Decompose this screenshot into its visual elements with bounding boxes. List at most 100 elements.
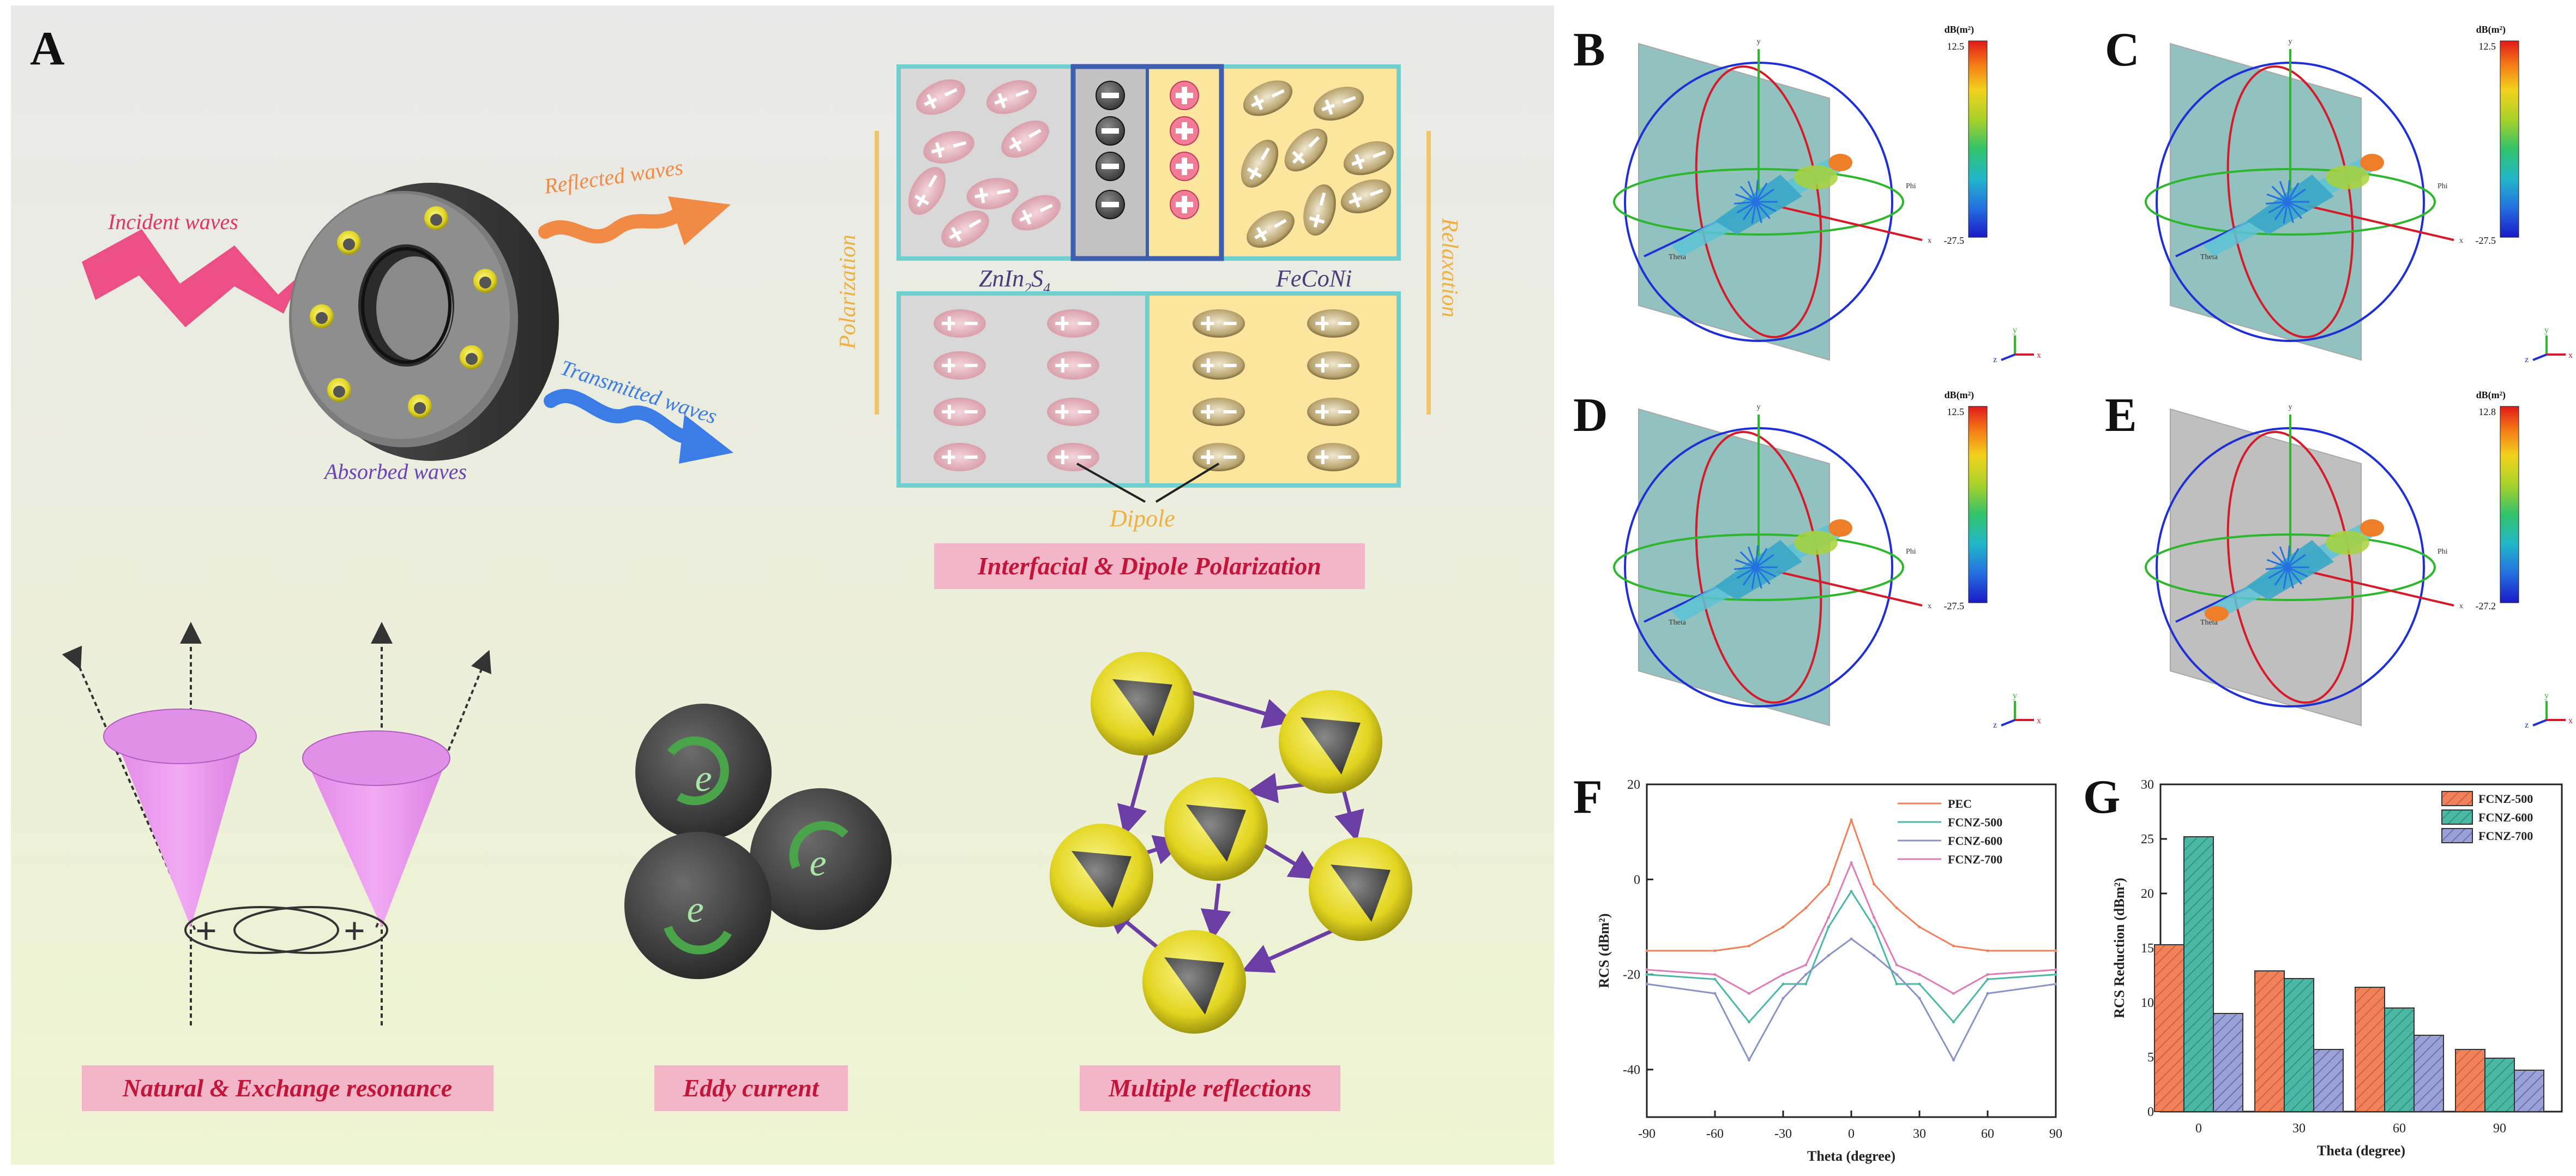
data-point <box>1827 954 1830 957</box>
data-point <box>1804 907 1808 910</box>
data-point <box>1850 937 1853 940</box>
data-point <box>1873 925 1876 928</box>
data-point <box>1645 973 1648 976</box>
triad-z-label: z <box>1993 355 1997 364</box>
data-point <box>1850 818 1853 821</box>
colorbar-max: 12.5 <box>2479 41 2496 52</box>
data-point <box>1748 944 1750 947</box>
eddy-current-particles: e e e <box>624 704 892 979</box>
meridian <box>2226 430 2354 704</box>
legend-swatch <box>2441 791 2473 806</box>
data-point <box>1873 883 1876 886</box>
bar-fcnz-700 <box>2514 1070 2544 1112</box>
rcs-lobe <box>1671 519 1852 622</box>
axis-x <box>1758 566 1923 607</box>
meridian <box>1695 430 1822 704</box>
axis-x-label: x <box>2459 237 2463 245</box>
bar-fcnz-600 <box>2183 836 2214 1112</box>
ring-particles <box>310 206 497 418</box>
phi-label: Phi <box>1906 548 1916 556</box>
data-point <box>1713 977 1717 981</box>
axis-x-label: x <box>1928 602 1931 610</box>
pink-dipoles-bottom <box>934 309 1099 471</box>
bar-fcnz-500 <box>2355 987 2385 1112</box>
data-point <box>1804 963 1808 967</box>
x-tick-label: 0 <box>2195 1121 2202 1136</box>
legend-label: FCNZ-500 <box>2478 792 2533 806</box>
y-tick-label: 30 <box>2141 778 2154 792</box>
data-point <box>2054 949 2057 952</box>
transmitted-wave-arrow <box>544 389 700 444</box>
legend-label: PEC <box>1948 797 1972 811</box>
y-tick-label: 20 <box>2141 887 2154 901</box>
multiple-reflection-network <box>1050 652 1412 1034</box>
data-point <box>1713 973 1717 976</box>
data-point <box>1952 1058 1955 1061</box>
x-tick-label: -90 <box>1638 1127 1656 1141</box>
x-tick-label: 0 <box>1848 1127 1855 1141</box>
natural-resonance-label: Natural & Exchange resonance <box>122 1074 452 1102</box>
y-tick-label: 10 <box>2141 996 2154 1010</box>
triad-z-label: z <box>2525 355 2529 364</box>
positive-charges <box>1170 81 1199 219</box>
data-point <box>1748 992 1750 995</box>
incident-wave-arrow <box>82 229 303 327</box>
transmitted-wave-head <box>679 415 733 464</box>
colorbar-min: -27.2 <box>2476 601 2496 611</box>
x-tick-label: 30 <box>1913 1127 1926 1141</box>
dipole-label: Dipole <box>1109 505 1175 532</box>
panel-label-g: G <box>2083 771 2120 824</box>
polarization-label: Polarization <box>835 235 860 350</box>
data-point <box>1748 1058 1750 1061</box>
colorbar <box>2500 406 2519 603</box>
natural-resonance-box <box>82 1065 493 1111</box>
triad-z <box>2001 353 2015 361</box>
y-axis-label: RCS (dBm²) <box>1596 913 1612 988</box>
data-point <box>1781 982 1785 986</box>
triad-x-label: x <box>2568 351 2573 360</box>
x-axis-label: Theta (degree) <box>1807 1148 1895 1164</box>
interfacial-box-label: Interfacial & Dipole Polarization <box>977 552 1321 580</box>
axis-x <box>2290 201 2454 241</box>
colorbar-unit: dB(m²) <box>1945 24 1974 35</box>
triad-z-label: z <box>1993 721 1997 730</box>
svg-text:+: + <box>195 910 217 952</box>
panel-label-d: D <box>1573 389 1608 442</box>
fecони-label: FeCoNi <box>1275 265 1352 292</box>
data-point <box>1713 949 1717 952</box>
reflected-waves-label: Reflected waves <box>542 155 684 199</box>
legend-label: FCNZ-700 <box>1948 853 2002 866</box>
colorbar <box>2500 40 2519 238</box>
axis-x-label: x <box>2459 602 2463 610</box>
absorbed-waves-label: Absorbed waves <box>323 459 467 484</box>
triad-z-label: z <box>2525 721 2529 730</box>
data-point <box>1895 963 1898 967</box>
rcs-lobe <box>2203 519 2384 622</box>
y-tick-label: 0 <box>2147 1105 2154 1119</box>
data-point <box>2054 973 2057 976</box>
colorbar-unit: dB(m²) <box>1945 389 1974 401</box>
electron-label: e <box>687 889 703 931</box>
data-point <box>1918 925 1921 928</box>
triad-x-label: x <box>2037 351 2041 360</box>
bar-fcnz-700 <box>2414 1035 2444 1112</box>
data-point <box>1781 925 1785 928</box>
data-point <box>1827 925 1830 928</box>
bar-fcnz-600 <box>2484 1058 2515 1112</box>
colorbar-min: -27.5 <box>1944 235 1965 246</box>
data-point <box>1918 973 1921 976</box>
legend-label: FCNZ-600 <box>1948 834 2002 848</box>
triad-y-label: y <box>2013 691 2017 700</box>
data-point <box>1827 916 1830 919</box>
bar-fcnz-500 <box>2455 1049 2485 1112</box>
ground-plane <box>2170 43 2362 361</box>
x-tick-label: -30 <box>1774 1127 1792 1141</box>
relaxation-label: Relaxation <box>1437 218 1462 317</box>
incident-waves-label: Incident waves <box>107 209 238 234</box>
data-point <box>1952 1021 1955 1024</box>
x-axis-label: Theta (degree) <box>2317 1143 2405 1159</box>
